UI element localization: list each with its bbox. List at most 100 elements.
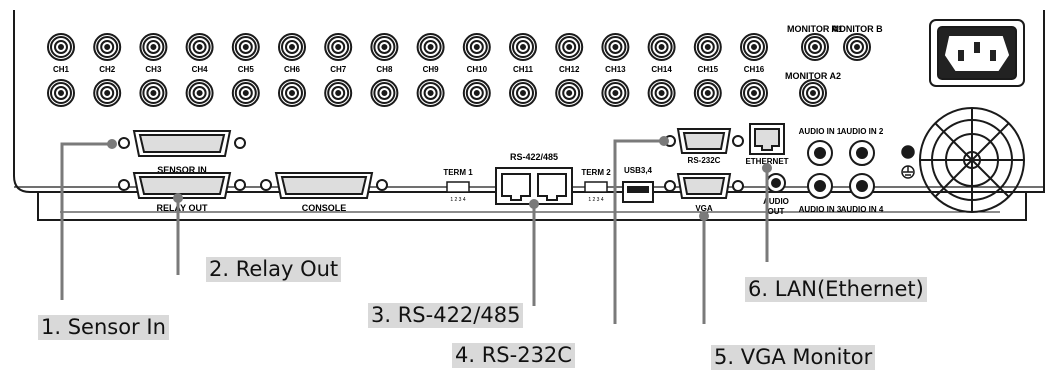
- relay-out-label: RELAY OUT: [156, 203, 208, 213]
- bnc-loop-3: [139, 33, 168, 61]
- channel-label-4: CH4: [192, 65, 209, 74]
- channel-label-3: CH3: [145, 65, 162, 74]
- bnc-loop-11: [509, 33, 537, 61]
- bnc-loop-15: [693, 33, 722, 61]
- bnc-loop-8: [370, 33, 399, 61]
- sensor-in-label: SENSOR IN: [157, 165, 207, 175]
- usb-label: USB3,4: [624, 166, 653, 175]
- console-connector: [260, 172, 388, 199]
- bnc-loop-10: [462, 33, 491, 61]
- monitor-b-label: MONITOR B: [831, 24, 883, 34]
- bnc-input-6: [278, 79, 306, 107]
- callout-sensor-in: 1. Sensor In: [38, 315, 169, 340]
- bnc-input-3: [139, 79, 168, 107]
- channel-label-15: CH15: [698, 65, 719, 74]
- ethernet-port: [749, 123, 785, 155]
- bnc-loop-6: [278, 33, 306, 61]
- audio-in2-label: AUDIO IN 2: [841, 127, 884, 136]
- bnc-input-7: [324, 79, 353, 107]
- bnc-monitor-b: [843, 33, 871, 61]
- ethernet-label: ETHERNET: [745, 157, 788, 166]
- relay-out-connector: [118, 172, 246, 199]
- channel-label-1: CH1: [53, 65, 70, 74]
- vga-connector: [664, 173, 744, 199]
- bnc-loop-9: [416, 33, 445, 61]
- rs232c-leader: [613, 139, 664, 324]
- cooling-fan: [919, 107, 1025, 213]
- ground-symbol: [901, 145, 915, 179]
- term1-dip-switch: [446, 181, 470, 193]
- console-label: CONSOLE: [302, 203, 347, 213]
- term2-pins: 1 2 3 4: [588, 197, 604, 203]
- channel-label-10: CH10: [467, 65, 488, 74]
- audio-out-label-1: AUDIO: [763, 197, 789, 206]
- channel-label-11: CH11: [513, 65, 534, 74]
- bnc-input-11: [509, 79, 537, 107]
- channel-label-7: CH7: [330, 65, 347, 74]
- channel-label-group: CH1 CH2 CH3 CH4 CH5 CH6 CH7 CH8 CH9 CH10 CH11 CH12 C…: [53, 65, 765, 74]
- bnc-input-5: [231, 79, 260, 107]
- callout-rs232c: 4. RS-232C: [452, 343, 575, 368]
- channel-label-8: CH8: [376, 65, 393, 74]
- channel-label-12: CH12: [559, 65, 580, 74]
- bnc-input-16: [740, 79, 768, 107]
- bnc-input-2: [93, 79, 122, 107]
- audio-in4-label: AUDIO IN 4: [841, 205, 884, 214]
- bnc-connector-group: [47, 33, 871, 107]
- bnc-input-15: [693, 79, 722, 107]
- bnc-input-10: [462, 79, 491, 107]
- audio-out-jack: [766, 173, 786, 193]
- audio-in-jacks: [807, 140, 875, 199]
- channel-label-5: CH5: [238, 65, 255, 74]
- bnc-input-4: [185, 79, 214, 107]
- power-inlet: [929, 19, 1025, 87]
- term1-pins: 1 2 3 4: [450, 197, 466, 203]
- rs422-label: RS-422/485: [510, 152, 558, 162]
- audio-in3-label: AUDIO IN 3: [799, 205, 842, 214]
- bnc-loop-5: [231, 33, 260, 61]
- bnc-loop-2: [93, 33, 122, 61]
- bnc-loop-16: [740, 33, 768, 61]
- bnc-loop-12: [555, 33, 584, 61]
- bnc-monitor-a1: [801, 33, 829, 61]
- bnc-loop-13: [601, 33, 630, 61]
- bnc-input-9: [416, 79, 445, 107]
- bnc-loop-4: [185, 33, 214, 61]
- audio-in1-label: AUDIO IN 1: [799, 127, 842, 136]
- rs232c-label: RS-232C: [688, 156, 721, 165]
- bnc-loop-7: [324, 33, 353, 61]
- vga-label: VGA: [695, 204, 713, 213]
- bnc-input-14: [647, 79, 676, 107]
- callout-lan: 6. LAN(Ethernet): [745, 277, 927, 302]
- rs232c-connector: [664, 128, 744, 154]
- channel-label-14: CH14: [651, 65, 672, 74]
- bnc-loop-1: [47, 33, 75, 61]
- channel-label-6: CH6: [284, 65, 301, 74]
- usb-port: [622, 181, 654, 203]
- callout-relay-out: 2. Relay Out: [206, 257, 342, 282]
- callout-leader-dots: [107, 136, 772, 221]
- bnc-input-8: [370, 79, 399, 107]
- audio-out-label-2: OUT: [768, 207, 785, 216]
- channel-label-16: CH16: [744, 65, 765, 74]
- sensor-in-connector: [118, 130, 246, 157]
- monitor-a2-label: MONITOR A2: [785, 71, 841, 81]
- callout-leader-lines: [60, 139, 769, 324]
- callout-vga: 5. VGA Monitor: [711, 345, 876, 370]
- monitor-a1-label: MONITOR A1: [787, 24, 843, 34]
- channel-label-13: CH13: [605, 65, 626, 74]
- term2-label: TERM 2: [581, 168, 611, 177]
- bnc-input-13: [601, 79, 630, 107]
- bnc-input-1: [47, 79, 75, 107]
- sensor-in-leader: [60, 142, 112, 300]
- bnc-input-12: [555, 79, 584, 107]
- term2-dip-switch: [584, 181, 608, 193]
- term1-label: TERM 1: [443, 168, 473, 177]
- bnc-monitor-a2: [799, 79, 827, 107]
- channel-label-9: CH9: [423, 65, 440, 74]
- channel-label-2: CH2: [99, 65, 116, 74]
- rs422-connector: [495, 167, 573, 205]
- bnc-loop-14: [647, 33, 676, 61]
- callout-rs422: 3. RS-422/485: [368, 303, 524, 328]
